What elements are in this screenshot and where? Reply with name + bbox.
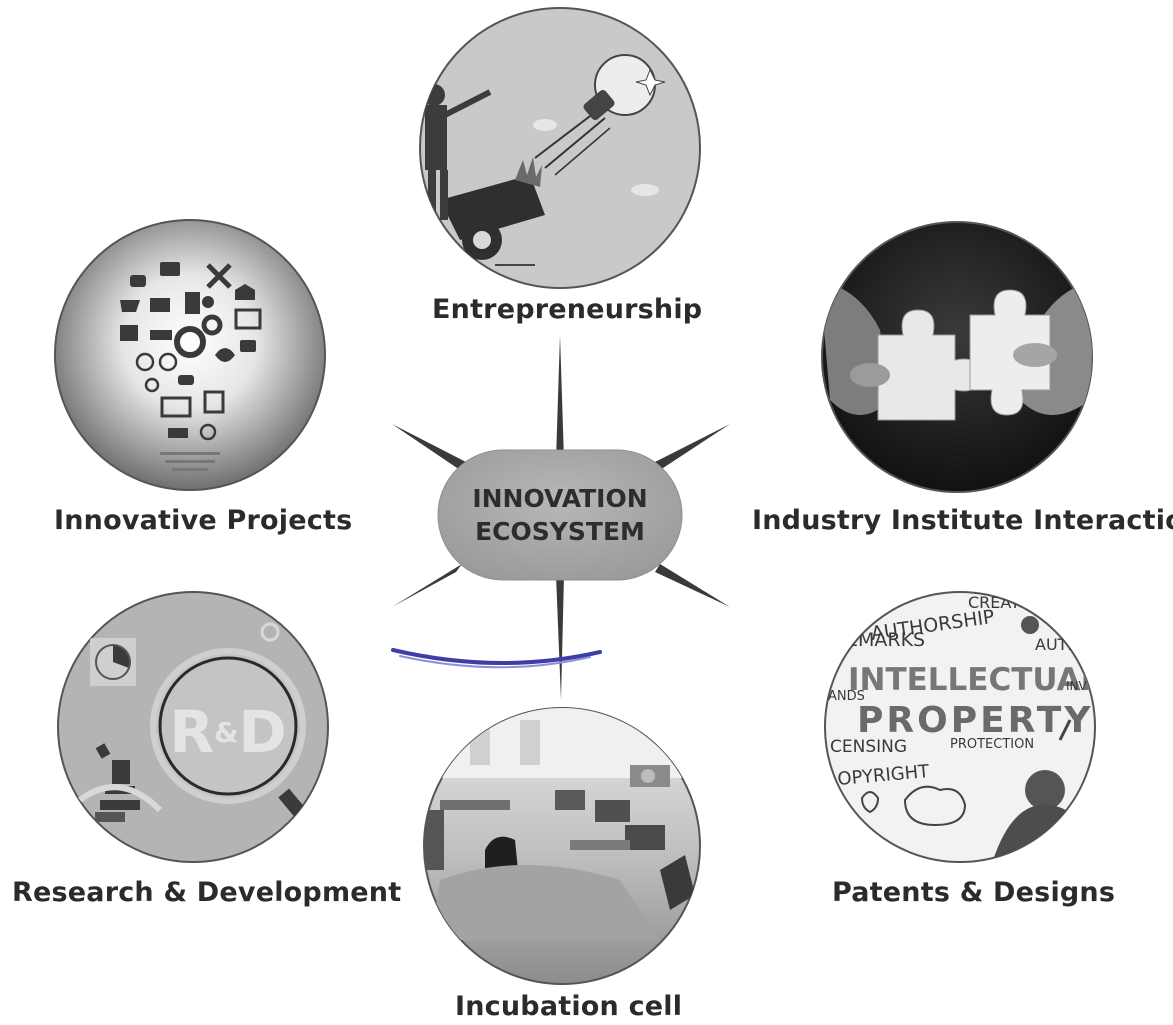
ip-word-ands: ANDS [828, 689, 865, 704]
ip-word-inv: INV [1066, 679, 1088, 693]
label-incubation-cell: Incubation cell [455, 991, 683, 1022]
lightbulb-icons-icon [120, 262, 262, 471]
ip-word-protection: PROTECTION [950, 737, 1034, 752]
ip-word-emarks: EMARKS [846, 629, 925, 651]
patents-designs-image: AUTHORSHIP CREAT EMARKS AUTHO INTELLECTU… [824, 591, 1100, 863]
rd-letter-d: D [238, 698, 286, 766]
hub-ellipse [437, 449, 683, 581]
spike-bottom [556, 575, 564, 700]
hub-title-line-1: INNOVATION [472, 484, 648, 513]
spike-upper-right [655, 424, 730, 470]
accent-arc [391, 648, 602, 669]
microscope-rd-icon: R&D [78, 622, 306, 822]
puzzle-hands-icon [822, 280, 1092, 421]
spike-top [556, 335, 564, 460]
ip-word-property: PROPERTY [857, 700, 1093, 741]
rd-letter-r: R [169, 698, 214, 766]
hub-title-line-2: ECOSYSTEM [475, 517, 645, 546]
ip-word-autho: AUTHO [1035, 635, 1092, 654]
rd-amp: & [214, 716, 238, 749]
entrepreneurship-image [419, 7, 701, 289]
ip-word-censing: CENSING [830, 737, 907, 757]
lightbulb-rocket-icon [423, 54, 666, 266]
label-innovative-projects: Innovative Projects [54, 505, 353, 536]
label-industry-institute-interaction: Industry Institute Interaction [752, 505, 1173, 536]
industry-institute-image [821, 221, 1093, 493]
spike-upper-left [392, 424, 466, 470]
svg-text:R&D: R&D [169, 698, 286, 766]
connector-spikes [392, 335, 730, 700]
label-research-development: Research & Development [12, 877, 402, 908]
hub-title: INNOVATION ECOSYSTEM [438, 450, 682, 580]
innovative-projects-image [54, 219, 326, 491]
spike-lower-left [392, 564, 462, 607]
ip-word-intellectual: INTELLECTUAL [848, 662, 1100, 698]
label-entrepreneurship: Entrepreneurship [432, 294, 703, 325]
research-development-image: R&D [57, 591, 329, 863]
label-patents-designs: Patents & Designs [832, 877, 1116, 908]
incubation-image [423, 707, 701, 985]
spike-lower-right [655, 564, 730, 607]
